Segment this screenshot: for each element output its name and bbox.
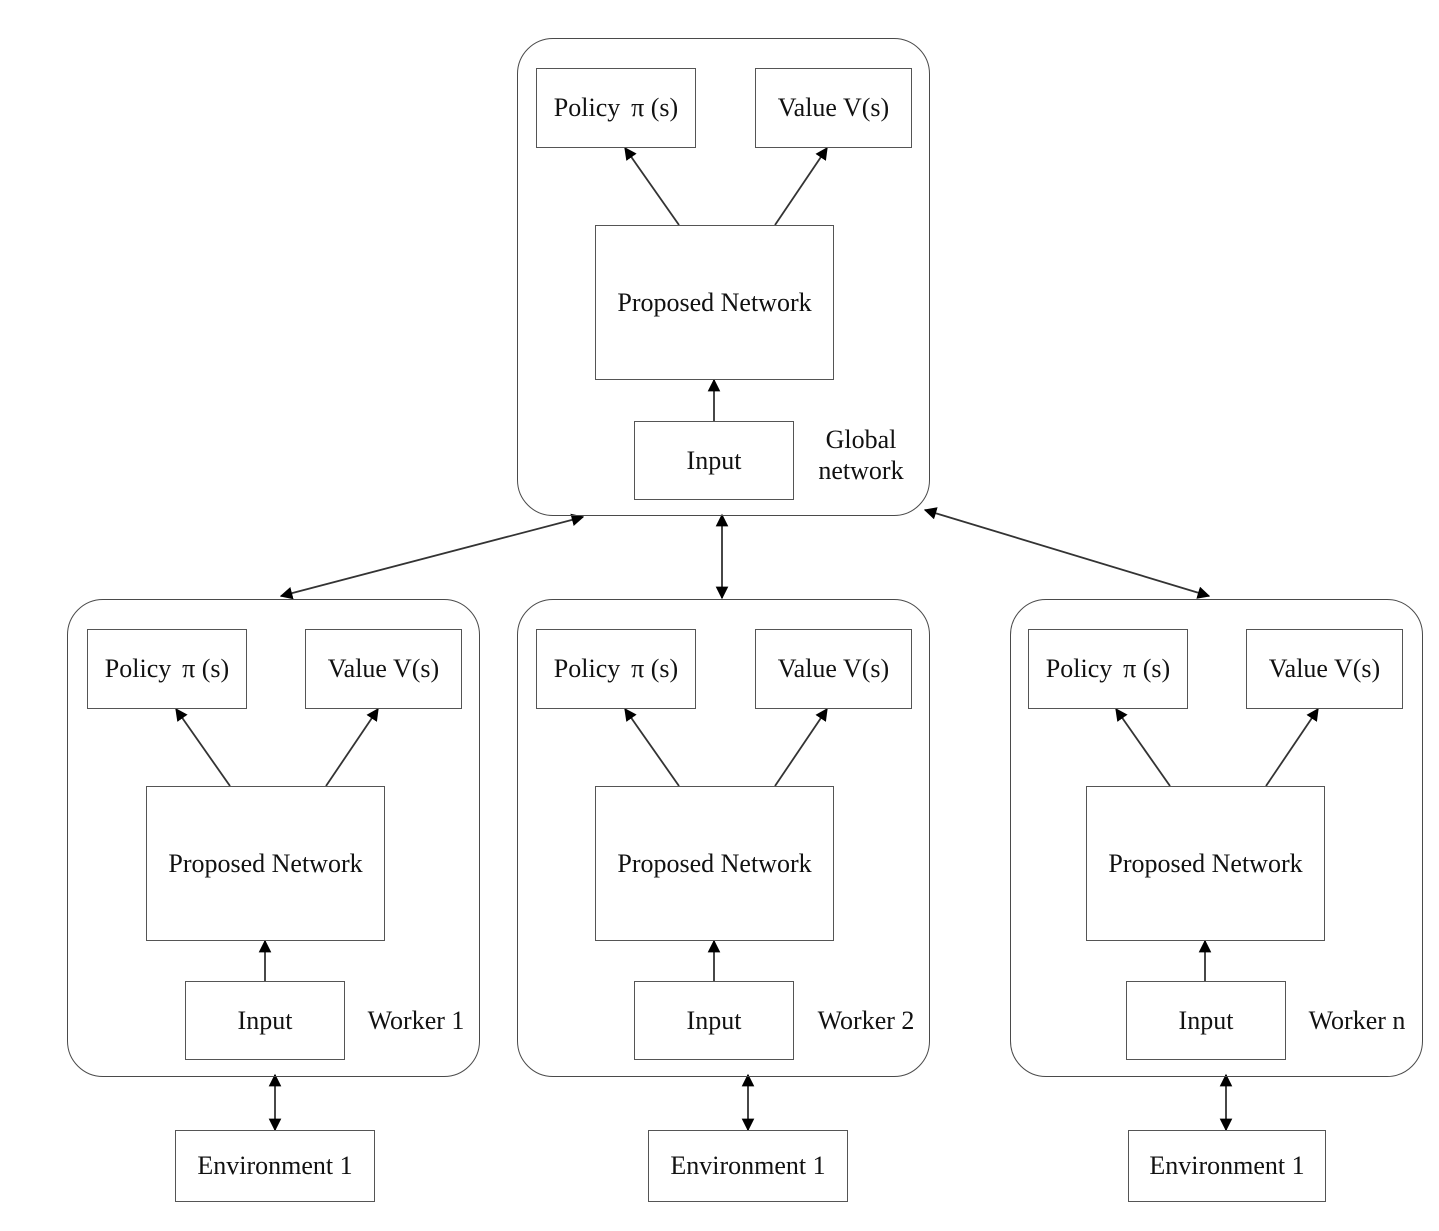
worker-1-environment-node[interactable]: Environment 1 <box>175 1130 375 1202</box>
worker-1-value-label: Value V(s) <box>327 654 440 684</box>
worker-n-environment-node[interactable]: Environment 1 <box>1128 1130 1326 1202</box>
worker-2-input-node[interactable]: Input <box>634 981 794 1060</box>
worker-2-value-node[interactable]: Value V(s) <box>755 629 912 709</box>
worker-1-proposed-network-label: Proposed Network <box>168 848 363 878</box>
worker-n-proposed-network-node[interactable]: Proposed Network <box>1086 786 1325 941</box>
worker-1-policy-node[interactable]: Policy π (s) <box>87 629 247 709</box>
worker-2-panel[interactable] <box>517 599 930 1077</box>
worker-n-value-label: Value V(s) <box>1268 654 1381 684</box>
worker-n-environment-label: Environment 1 <box>1149 1151 1305 1181</box>
worker-1-panel[interactable] <box>67 599 480 1077</box>
worker-2-environment-label: Environment 1 <box>670 1151 826 1181</box>
worker-n-value-node[interactable]: Value V(s) <box>1246 629 1403 709</box>
worker-n-panel-label: Worker n <box>1297 1006 1417 1037</box>
worker-n-policy-label: Policy <box>1045 654 1113 684</box>
worker-2-proposed-network-node[interactable]: Proposed Network <box>595 786 834 941</box>
global-network-label-line1: Global <box>825 425 897 454</box>
worker-1-input-node[interactable]: Input <box>185 981 345 1060</box>
worker-n-label-text: Worker n <box>1308 1006 1406 1035</box>
worker-n-input-node[interactable]: Input <box>1126 981 1286 1060</box>
worker-2-environment-node[interactable]: Environment 1 <box>648 1130 848 1202</box>
global-network-panel[interactable] <box>517 38 930 516</box>
arrow-global-to-worker-n <box>923 507 1211 599</box>
global-policy-symbol: π (s) <box>631 93 679 123</box>
worker-1-value-node[interactable]: Value V(s) <box>305 629 462 709</box>
worker-n-policy-node[interactable]: Policy π (s) <box>1028 629 1188 709</box>
worker-2-panel-label: Worker 2 <box>806 1006 926 1037</box>
worker-1-policy-symbol: π (s) <box>182 654 230 684</box>
global-proposed-network-label: Proposed Network <box>617 287 812 317</box>
worker-2-policy-symbol: π (s) <box>631 654 679 684</box>
global-value-node[interactable]: Value V(s) <box>755 68 912 148</box>
global-input-label: Input <box>686 445 742 475</box>
worker-2-policy-node[interactable]: Policy π (s) <box>536 629 696 709</box>
worker-1-input-label: Input <box>237 1005 293 1035</box>
global-input-node[interactable]: Input <box>634 421 794 500</box>
worker-1-proposed-network-node[interactable]: Proposed Network <box>146 786 385 941</box>
worker-n-panel[interactable] <box>1010 599 1423 1077</box>
worker-n-policy-symbol: π (s) <box>1123 654 1171 684</box>
worker-1-panel-label: Worker 1 <box>356 1006 476 1037</box>
worker-1-label-text: Worker 1 <box>367 1006 465 1035</box>
global-policy-label: Policy <box>553 93 621 123</box>
worker-n-input-label: Input <box>1178 1005 1234 1035</box>
global-value-label: Value V(s) <box>777 93 890 123</box>
worker-2-input-label: Input <box>686 1005 742 1035</box>
worker-2-value-label: Value V(s) <box>777 654 890 684</box>
global-policy-node[interactable]: Policy π (s) <box>536 68 696 148</box>
worker-2-policy-label: Policy <box>553 654 621 684</box>
global-proposed-network-node[interactable]: Proposed Network <box>595 225 834 380</box>
worker-2-label-text: Worker 2 <box>817 1006 915 1035</box>
arrow-global-to-worker-1 <box>279 513 585 600</box>
worker-1-environment-label: Environment 1 <box>197 1151 353 1181</box>
worker-n-proposed-network-label: Proposed Network <box>1108 848 1303 878</box>
worker-1-policy-label: Policy <box>104 654 172 684</box>
global-network-label-line2: network <box>818 455 904 485</box>
worker-2-proposed-network-label: Proposed Network <box>617 848 812 878</box>
